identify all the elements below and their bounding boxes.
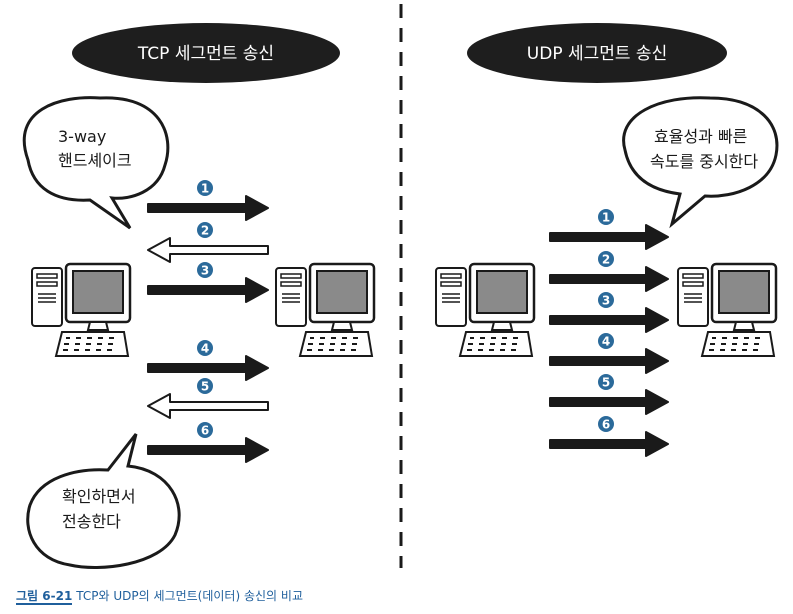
udp-step-badge — [598, 292, 614, 308]
tcp-step-badge — [197, 222, 213, 238]
tcp-arrow-right-icon — [147, 355, 269, 381]
tcp-step-badge — [197, 422, 213, 438]
tcp-sender-computer-icon — [30, 262, 132, 358]
tcp-bubble-top-line2: 핸드셰이크 — [58, 151, 132, 170]
tcp-bubble-top-line1: 3-way — [58, 127, 106, 146]
udp-bubble-line1: 효율성과 빠른 — [654, 127, 747, 146]
udp-arrow-group: 1 2 3 4 5 6 — [549, 209, 669, 457]
tcp-step-badge — [197, 262, 213, 278]
udp-receiver-computer-icon — [676, 262, 778, 358]
tcp-step-number: 6 — [201, 424, 209, 438]
udp-step-number: 2 — [602, 253, 610, 267]
udp-step-badge — [598, 333, 614, 349]
tcp-arrow-left-icon — [147, 393, 269, 419]
tcp-speech-bubble-bottom — [26, 433, 181, 569]
tcp-title: TCP 세그먼트 송신 — [137, 44, 274, 64]
udp-arrow-right-icon — [549, 348, 669, 374]
udp-bubble-line2: 속도를 중시한다 — [650, 152, 758, 171]
tcp-arrow-right-icon — [147, 195, 269, 221]
tcp-step-number: 2 — [201, 224, 209, 238]
tcp-arrow-left-icon — [147, 237, 269, 263]
udp-step-badge — [598, 416, 614, 432]
tcp-arrow-right-icon — [147, 277, 269, 303]
tcp-step-number: 4 — [201, 342, 209, 356]
tcp-step-badge — [197, 378, 213, 394]
figure-caption-text: TCP와 UDP의 세그먼트(데이터) 송신의 비교 — [76, 589, 303, 603]
tcp-title-banner — [72, 23, 340, 83]
udp-step-number: 1 — [602, 211, 610, 225]
tcp-arrow-right-icon — [147, 437, 269, 463]
udp-step-number: 4 — [602, 335, 610, 349]
tcp-step-badge — [197, 340, 213, 356]
tcp-step-number: 5 — [201, 380, 209, 394]
udp-step-number: 3 — [602, 294, 610, 308]
udp-arrow-right-icon — [549, 307, 669, 333]
udp-title: UDP 세그먼트 송신 — [527, 44, 667, 64]
udp-title-banner — [467, 23, 727, 83]
udp-step-number: 5 — [602, 376, 610, 390]
figure-number: 그림 6-21 — [16, 589, 73, 605]
udp-speech-bubble — [622, 96, 779, 229]
tcp-step-badge — [197, 180, 213, 196]
udp-step-badge — [598, 374, 614, 390]
tcp-speech-bubble-top — [22, 96, 170, 230]
udp-arrow-right-icon — [549, 266, 669, 292]
tcp-bubble-bottom-line2: 전송한다 — [62, 512, 121, 531]
tcp-step-number: 1 — [201, 182, 209, 196]
udp-arrow-right-icon — [549, 431, 669, 457]
udp-arrow-right-icon — [549, 389, 669, 415]
udp-step-badge — [598, 209, 614, 225]
tcp-receiver-computer-icon — [274, 262, 376, 358]
tcp-arrow-group: 1 2 3 4 5 6 — [147, 180, 269, 463]
udp-arrow-right-icon — [549, 224, 669, 250]
udp-step-badge — [598, 251, 614, 267]
udp-sender-computer-icon — [434, 262, 536, 358]
tcp-bubble-bottom-line1: 확인하면서 — [62, 487, 136, 506]
udp-step-number: 6 — [602, 418, 610, 432]
tcp-step-number: 3 — [201, 264, 209, 278]
